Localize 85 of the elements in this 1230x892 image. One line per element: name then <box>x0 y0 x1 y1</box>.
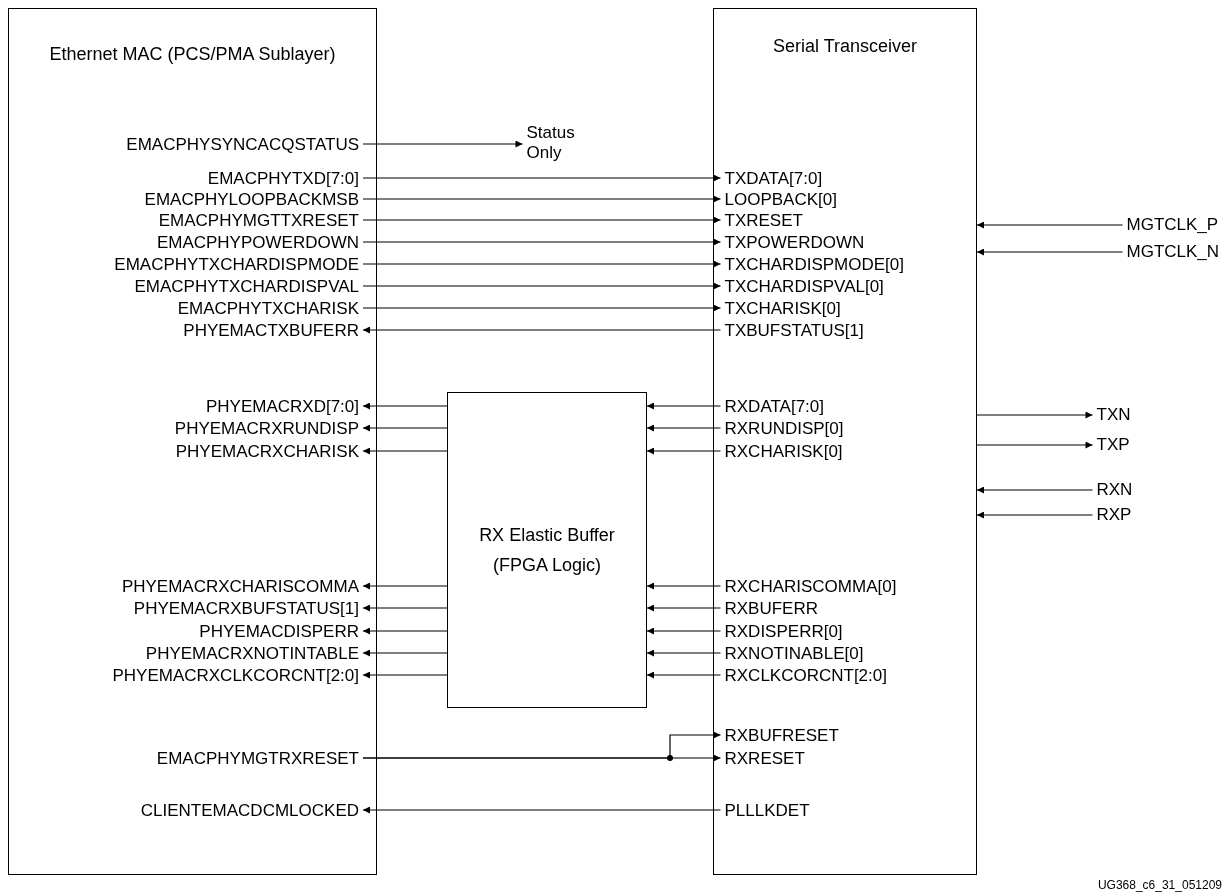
signal-label: PHYEMACRXCHARISCOMMA <box>121 577 359 597</box>
arrow <box>362 806 722 814</box>
signal-label: EMACPHYPOWERDOWN <box>156 233 359 253</box>
signal-label: EMACPHYMGTTXRESET <box>158 211 359 231</box>
signal-label: RXDATA[7:0] <box>724 397 824 417</box>
signal-label: LOOPBACK[0] <box>724 190 837 210</box>
block-title: Ethernet MAC (PCS/PMA Sublayer) <box>48 43 337 66</box>
arrow <box>976 511 1094 519</box>
signal-label: RXRUNDISP[0] <box>724 419 844 439</box>
signal-label: RXN <box>1096 480 1133 500</box>
signal-label: RXNOTINABLE[0] <box>724 644 864 664</box>
signal-label: TXBUFSTATUS[1] <box>724 321 864 341</box>
arrow <box>646 604 722 612</box>
arrow <box>362 604 448 612</box>
block-title: RX Elastic Buffer (FPGA Logic) <box>478 524 616 577</box>
signal-label: RXCHARISK[0] <box>724 442 843 462</box>
signal-label: PHYEMACRXCHARISK <box>175 442 359 462</box>
arrow <box>362 326 722 334</box>
arrow <box>646 671 722 679</box>
signal-label: EMACPHYSYNCACQSTATUS <box>126 135 359 155</box>
arrow <box>362 424 448 432</box>
signal-label: EMACPHYTXD[7:0] <box>207 169 359 189</box>
block-title: Serial Transceiver <box>771 35 919 58</box>
signal-label: EMACPHYLOOPBACKMSB <box>144 190 359 210</box>
arrow <box>362 671 448 679</box>
signal-label: EMACPHYMGTRXRESET <box>156 749 359 769</box>
arrow <box>362 195 722 203</box>
signal-label: PHYEMACRXBUFSTATUS[1] <box>133 599 359 619</box>
arrow <box>362 260 722 268</box>
signal-label: TXDATA[7:0] <box>724 169 823 189</box>
signal-label: Status Only <box>526 123 587 163</box>
signal-label: PHYEMACTXBUFERR <box>183 321 359 341</box>
signal-label: CLIENTEMACDCMLOCKED <box>140 801 359 821</box>
signal-label: RXBUFERR <box>724 599 818 619</box>
arrow <box>362 754 722 762</box>
arrow <box>362 174 722 182</box>
signal-label: TXCHARDISPVAL[0] <box>724 277 884 297</box>
arrow <box>646 627 722 635</box>
signal-label: TXP <box>1096 435 1130 455</box>
figure-id: UG368_c6_31_051209 <box>1097 878 1222 892</box>
arrow <box>976 486 1094 494</box>
arrow <box>976 411 1094 419</box>
signal-label: RXP <box>1096 505 1132 525</box>
signal-label: EMACPHYTXCHARISK <box>177 299 359 319</box>
signal-label: TXRESET <box>724 211 803 231</box>
signal-label: PHYEMACRXCLKCORCNT[2:0] <box>112 666 359 686</box>
signal-label: EMACPHYTXCHARDISPVAL <box>134 277 359 297</box>
module-box <box>8 8 377 875</box>
signal-label: TXN <box>1096 405 1131 425</box>
signal-label: EMACPHYTXCHARDISPMODE <box>114 255 359 275</box>
arrow <box>976 248 1124 256</box>
signal-label: PHYEMACRXNOTINTABLE <box>145 644 359 664</box>
arrow <box>362 627 448 635</box>
arrow <box>362 216 722 224</box>
signal-label: RXCLKCORCNT[2:0] <box>724 666 887 686</box>
buffer-box <box>447 392 647 708</box>
signal-label: RXBUFRESET <box>724 726 839 746</box>
signal-label: TXPOWERDOWN <box>724 233 865 253</box>
signal-label: PHYEMACDISPERR <box>199 622 359 642</box>
arrow <box>646 424 722 432</box>
signal-label: PLLLKDET <box>724 801 810 821</box>
signal-label: PHYEMACRXRUNDISP <box>174 419 359 439</box>
arrow <box>362 649 448 657</box>
signal-label: MGTCLK_N <box>1126 242 1220 262</box>
arrow <box>976 441 1094 449</box>
signal-label: TXCHARDISPMODE[0] <box>724 255 904 275</box>
arrow <box>362 402 448 410</box>
module-box <box>713 8 977 875</box>
signal-label: RXRESET <box>724 749 805 769</box>
signal-label: MGTCLK_P <box>1126 215 1219 235</box>
arrow <box>362 238 722 246</box>
arrow <box>362 140 524 148</box>
arrow <box>362 282 722 290</box>
arrow <box>646 582 722 590</box>
arrow <box>362 582 448 590</box>
arrow <box>646 447 722 455</box>
arrow <box>646 649 722 657</box>
signal-label: RXDISPERR[0] <box>724 622 843 642</box>
arrow <box>976 221 1124 229</box>
arrow <box>362 304 722 312</box>
arrow <box>646 402 722 410</box>
arrow <box>362 447 448 455</box>
signal-label: PHYEMACRXD[7:0] <box>205 397 359 417</box>
signal-label: TXCHARISK[0] <box>724 299 841 319</box>
signal-label: RXCHARISCOMMA[0] <box>724 577 897 597</box>
